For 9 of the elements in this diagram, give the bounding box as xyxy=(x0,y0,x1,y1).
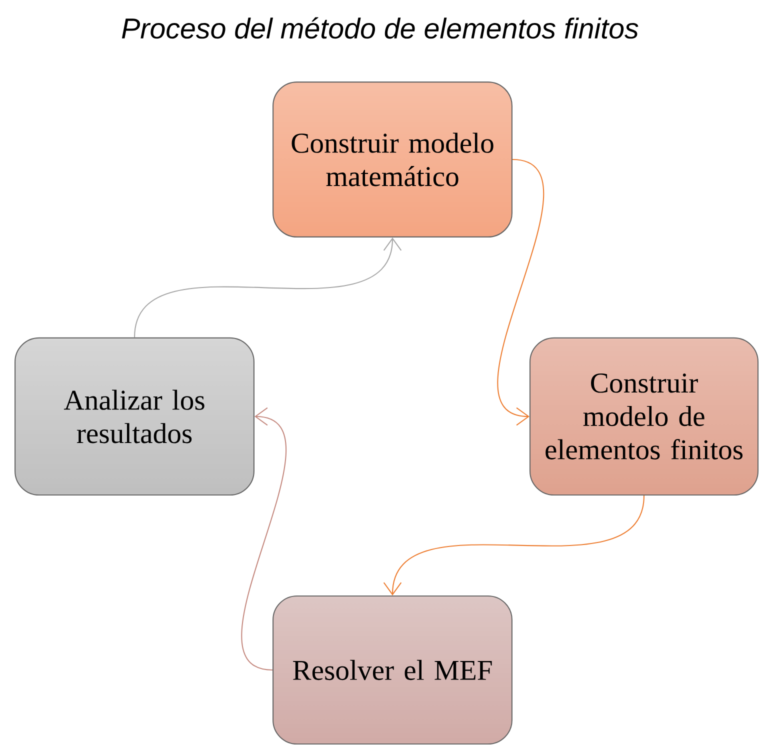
arrow xyxy=(497,158,544,426)
arrow xyxy=(134,238,402,338)
process-box: Analizar los resultados xyxy=(14,337,254,496)
process-box: Resolver el MEF xyxy=(272,595,512,745)
arrow xyxy=(241,407,286,671)
title: Proceso del método de elementos finitos xyxy=(122,17,638,39)
process-box: Construir modelo de elementos finitos xyxy=(529,337,759,496)
process-box: Construir modelo matemático xyxy=(272,82,512,238)
arrow xyxy=(383,495,645,596)
